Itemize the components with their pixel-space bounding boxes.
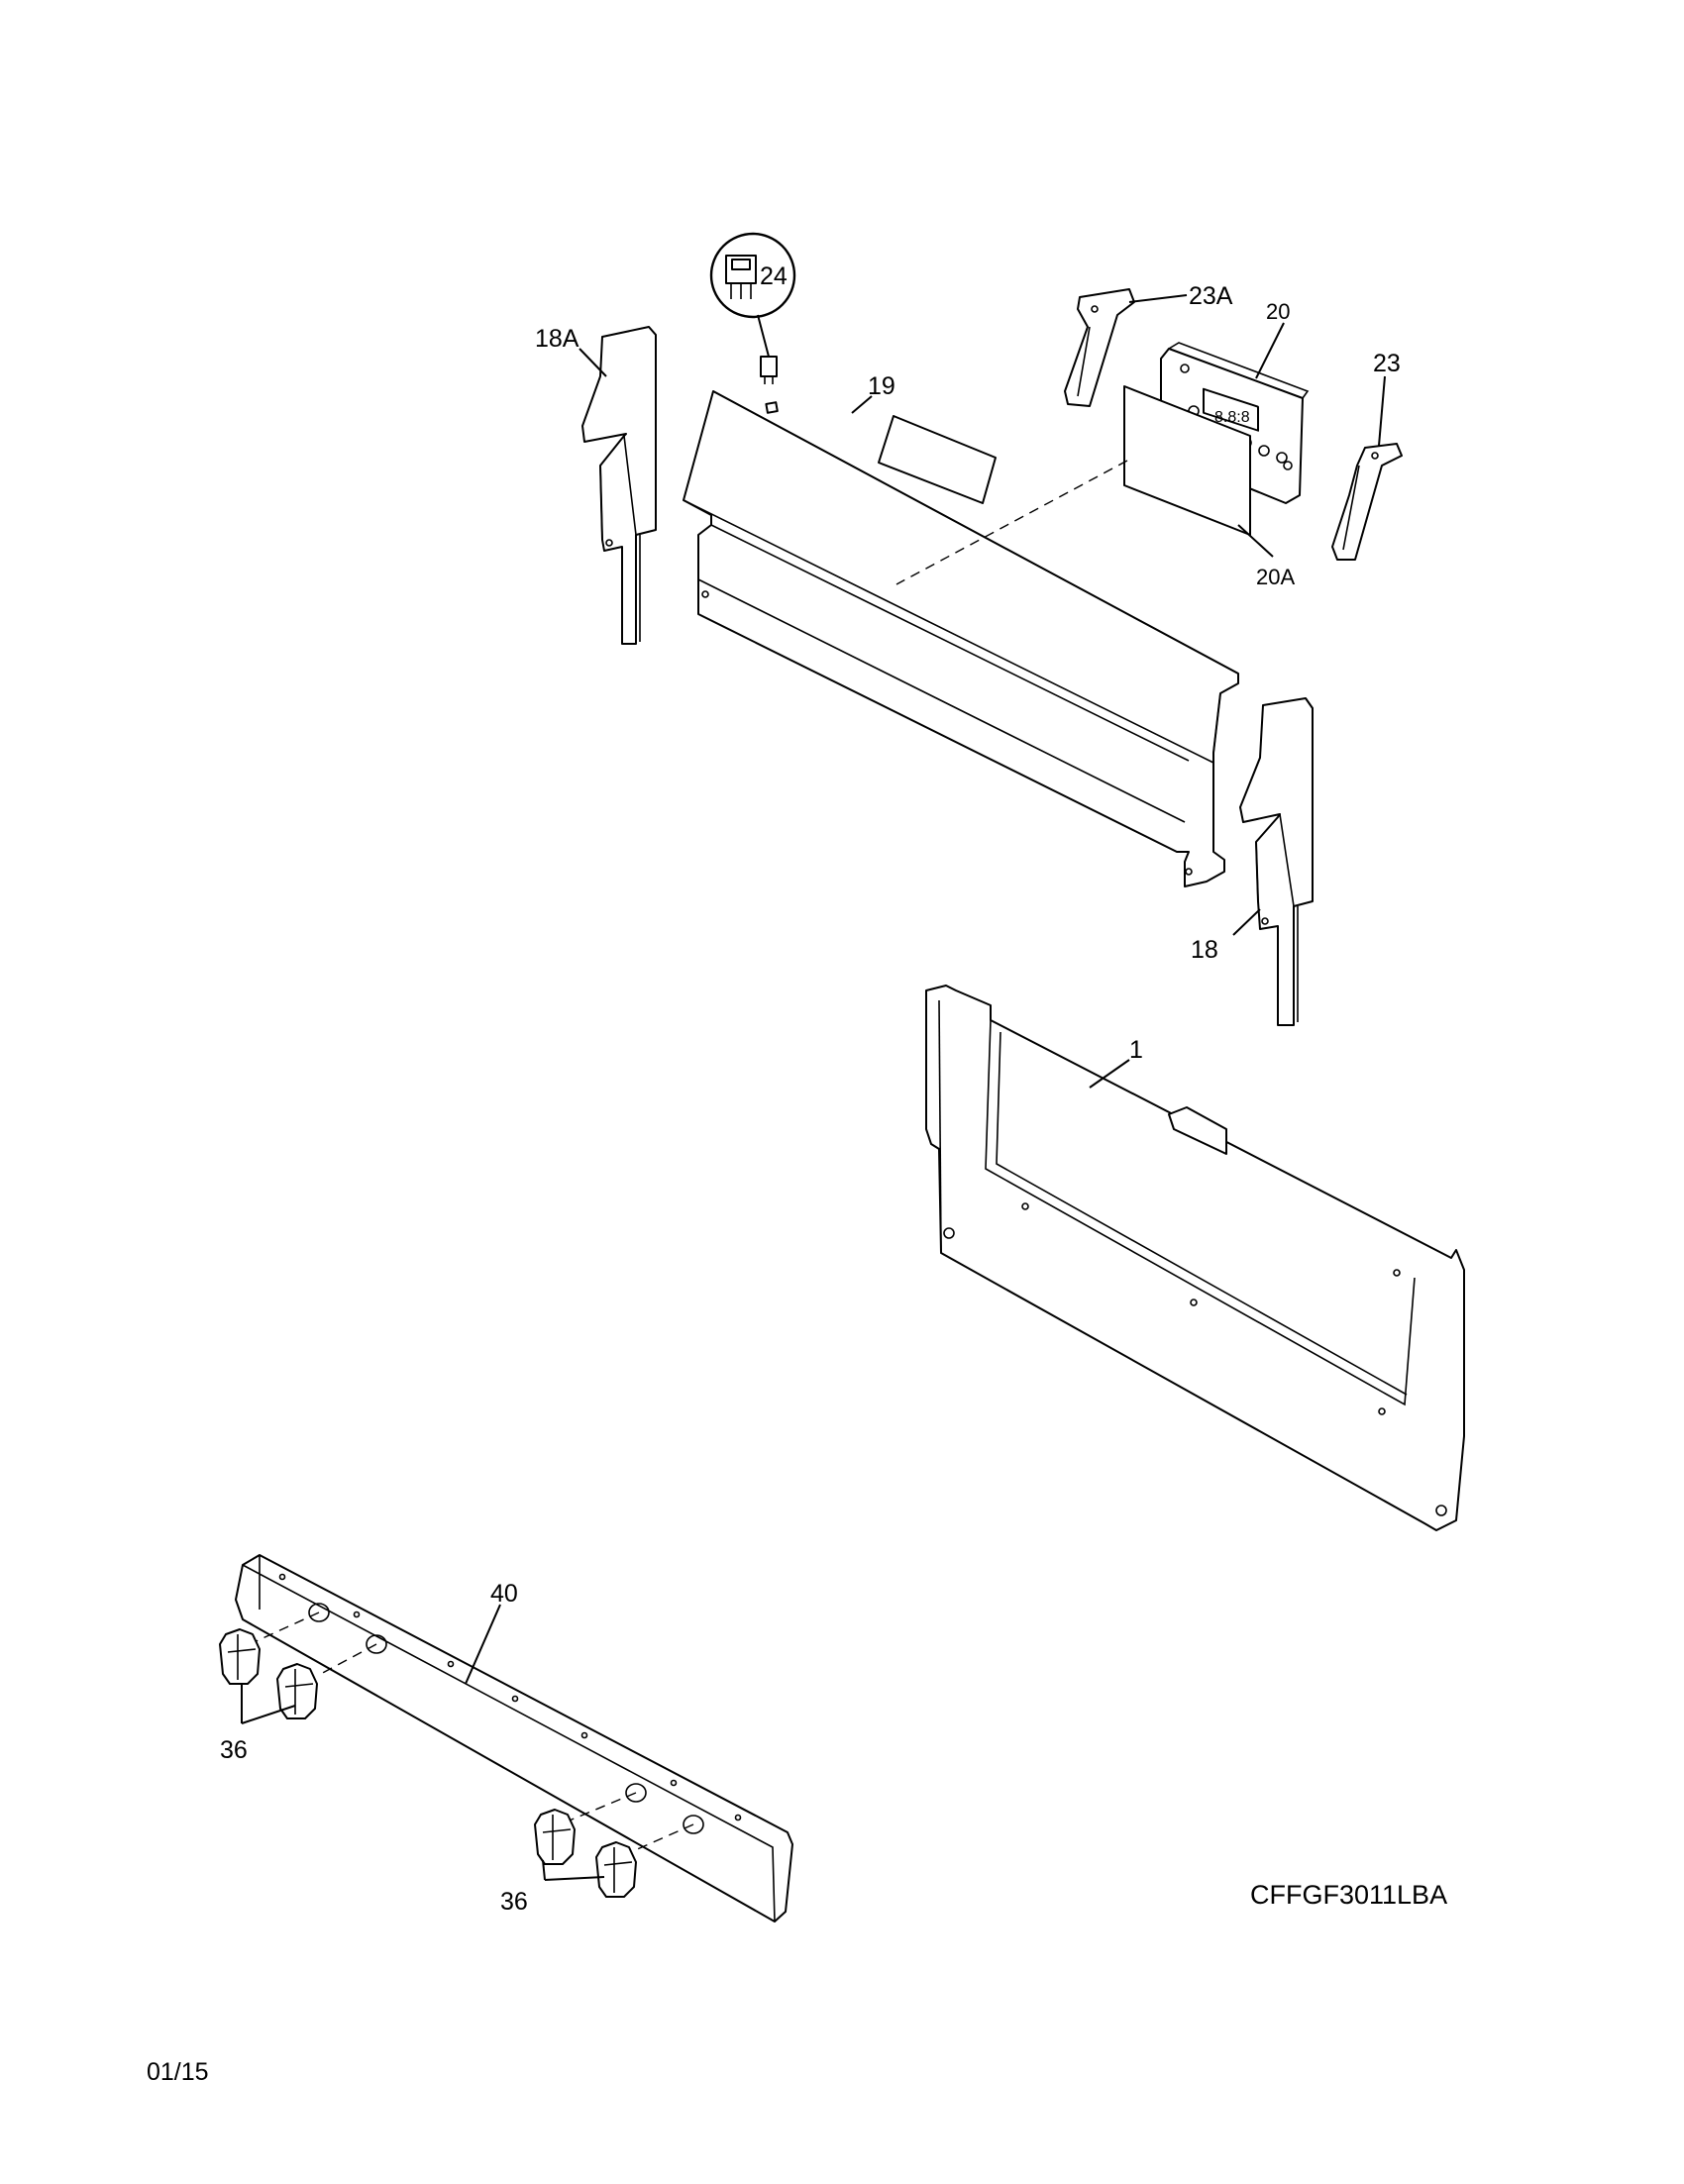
leader-18a: 18A: [535, 325, 607, 377]
callout-23a: 23A: [1189, 282, 1233, 310]
callout-40: 40: [490, 1580, 518, 1608]
svg-text:8.8:8: 8.8:8: [1214, 409, 1250, 426]
part-23-bracket: 23: [1331, 350, 1403, 561]
part-36-knob-1: [219, 1628, 261, 1685]
leader-36-upper: 36: [220, 1684, 296, 1764]
part-20a-overlay: 20A: [1123, 385, 1295, 589]
part-36-knob-4: [595, 1841, 637, 1898]
part-18-right-bracket: 18: [1191, 697, 1314, 1026]
callout-1: 1: [1129, 1036, 1143, 1064]
callout-18a: 18A: [535, 325, 579, 353]
leader-36-lower: 36: [500, 1859, 605, 1916]
callout-18: 18: [1191, 936, 1218, 964]
part-19-backguard-panel: [683, 390, 1239, 887]
callout-20: 20: [1266, 299, 1290, 324]
callout-36-upper: 36: [220, 1736, 248, 1764]
part-1-back-panel: 1: [925, 985, 1465, 1531]
part-36-knob-3: [534, 1809, 576, 1865]
part-23a-bracket: 23A: [1064, 282, 1233, 407]
part-18a-left-bracket: [581, 326, 657, 645]
part-40-control-panel: 40: [235, 1554, 793, 1923]
model-number: CFFGF3011LBA: [1250, 1880, 1447, 1910]
callout-24: 24: [760, 262, 788, 290]
date-code: 01/15: [147, 2058, 209, 2086]
callout-20a: 20A: [1256, 565, 1295, 589]
callout-23: 23: [1373, 350, 1401, 377]
callout-36-lower: 36: [500, 1888, 528, 1916]
callout-19: 19: [868, 372, 895, 400]
part-36-knob-2: [276, 1663, 318, 1719]
part-24-switch: 24: [709, 232, 796, 384]
knob-assembly-lines: [249, 1612, 694, 1855]
leader-19: 19: [851, 372, 895, 414]
